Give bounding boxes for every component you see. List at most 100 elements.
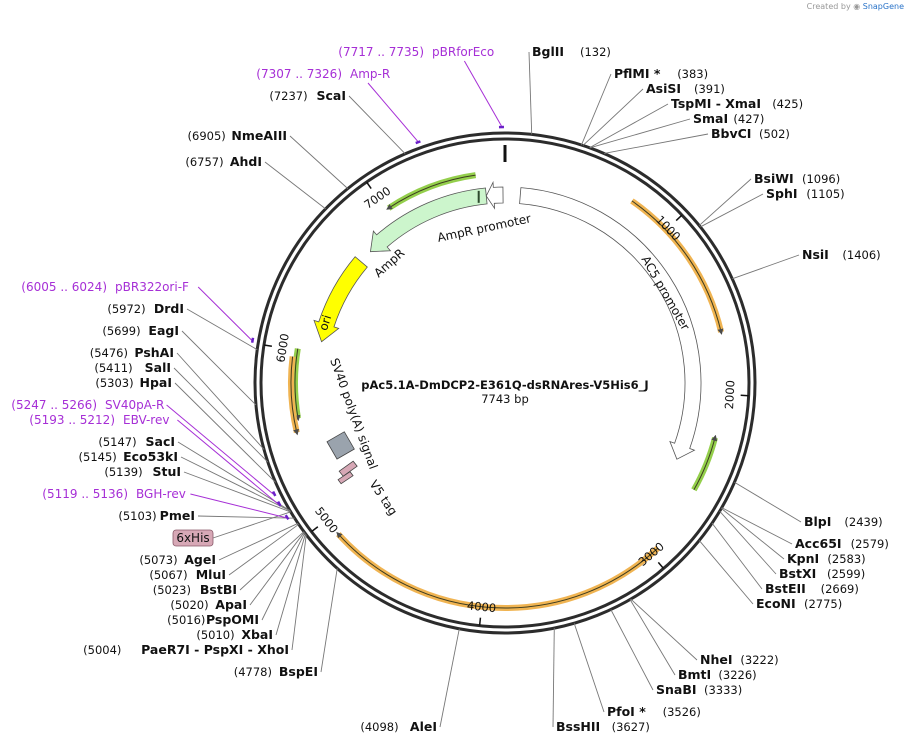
tick-label-4000: 4000 xyxy=(466,598,497,615)
tick-label-3000: 3000 xyxy=(636,539,667,569)
enzyme-label-bsshii[interactable]: BssHII(3627) xyxy=(556,719,650,734)
enzyme-position: (5303) xyxy=(95,376,133,390)
primer-label-bgh-rev[interactable]: (5119 .. 5136)BGH-rev xyxy=(42,487,186,501)
enzyme-name: NheI xyxy=(700,652,733,667)
enzyme-label-drdi[interactable]: DrdI(5972) xyxy=(107,301,184,316)
enzyme-label-nsii[interactable]: NsiI(1406) xyxy=(802,247,881,262)
enzyme-label-asisi[interactable]: AsiSI(391) xyxy=(646,81,725,96)
enzyme-label-bsteii[interactable]: BstEII(2669) xyxy=(765,581,859,596)
enzyme-name: DrdI xyxy=(154,301,184,316)
enzyme-label-econi[interactable]: EcoNI(2775) xyxy=(756,596,842,611)
enzyme-label-bsiwi[interactable]: BsiWI(1096) xyxy=(754,171,840,186)
enzyme-leader-xbai xyxy=(275,533,306,636)
enzyme-name: SacI xyxy=(146,434,176,449)
enzyme-position: (5145) xyxy=(79,450,117,464)
primer-label-amp-r[interactable]: (7307 .. 7326)Amp-R xyxy=(256,67,390,81)
primer-label-pbr322ori-f[interactable]: (6005 .. 6024)pBR322ori-F xyxy=(21,280,189,294)
enzyme-label-smai[interactable]: SmaI(427) xyxy=(693,111,764,126)
enzyme-name: StuI xyxy=(152,464,181,479)
enzyme-label-nhei[interactable]: NheI(3222) xyxy=(700,652,779,667)
enzyme-name: SmaI xyxy=(693,111,728,126)
enzyme-leader-blpi xyxy=(734,481,802,523)
enzyme-leader-scai xyxy=(348,95,406,155)
enzyme-leader-bsteii xyxy=(711,522,763,590)
plasmid-name: pAc5.1A-DmDCP2-E361Q-dsRNAres-V5His6_J xyxy=(361,378,648,393)
enzyme-name: PmeI xyxy=(160,508,195,523)
snapgene-credit: Created by ◉ SnapGene xyxy=(807,2,904,11)
ac5-promoter-label: AC5 promoter xyxy=(639,253,693,332)
enzyme-label-bmti[interactable]: BmtI(3226) xyxy=(678,667,757,682)
label-layer: BglII(132)PflMI *(383)AsiSI(391)TspMI - … xyxy=(11,44,889,734)
enzyme-leader-pspomi xyxy=(261,532,306,621)
enzyme-label-apai[interactable]: ApaI(5020) xyxy=(170,597,247,612)
orf-arrow-6 xyxy=(336,531,659,609)
6xhis-label-box: 6xHis xyxy=(172,511,291,547)
enzyme-name: ScaI xyxy=(317,88,347,103)
enzyme-label-alei[interactable]: AleI(4098) xyxy=(360,719,437,734)
enzyme-label-sali[interactable]: SalI(5411) xyxy=(94,360,171,375)
enzyme-position: (2599) xyxy=(827,567,865,581)
enzyme-leader-tspmi-xmai xyxy=(589,103,669,149)
enzyme-label-bglii[interactable]: BglII(132) xyxy=(532,44,611,59)
enzyme-label-bstbi[interactable]: BstBI(5023) xyxy=(153,582,237,597)
enzyme-label-tspmi-xmai[interactable]: TspMI - XmaI(425) xyxy=(671,96,803,111)
enzyme-label-pshai[interactable]: PshAI(5476) xyxy=(90,345,174,360)
primer-leader-ebv-rev xyxy=(177,419,279,505)
primer-label-sv40pa-r[interactable]: (5247 .. 5266)SV40pA-R xyxy=(11,398,164,412)
ori-arrow xyxy=(313,256,368,343)
primer-label-ebv-rev[interactable]: (5193 .. 5212)EBV-rev xyxy=(29,413,169,427)
enzyme-position: (2775) xyxy=(804,597,842,611)
enzyme-label-acc65i[interactable]: Acc65I(2579) xyxy=(795,536,889,551)
enzyme-position: (132) xyxy=(580,45,611,59)
enzyme-leader-drdi xyxy=(186,308,258,351)
enzyme-name: Eco53kI xyxy=(123,449,178,464)
enzyme-name: PflMI * xyxy=(614,66,661,81)
enzyme-label-bbvci[interactable]: BbvCI(502) xyxy=(711,126,790,141)
enzyme-label-pmei[interactable]: PmeI(5103) xyxy=(118,508,195,523)
enzyme-leader-sphi xyxy=(700,193,764,228)
ori-label: ori xyxy=(316,313,334,332)
6xhis-marker xyxy=(337,471,354,485)
enzyme-leader-nsii xyxy=(732,254,800,280)
primer-range: (7307 .. 7326) xyxy=(256,67,342,81)
enzyme-label-snabi[interactable]: SnaBI(3333) xyxy=(656,682,742,697)
enzyme-label-blpi[interactable]: BlpI(2439) xyxy=(804,514,883,529)
enzyme-label-saci[interactable]: SacI (5147) xyxy=(98,434,175,449)
enzyme-name: AsiSI xyxy=(646,81,681,96)
enzyme-leader-stui xyxy=(183,471,292,513)
enzyme-label-ahdi[interactable]: AhdI(6757) xyxy=(185,154,262,169)
enzyme-label-scai[interactable]: ScaI(7237) xyxy=(269,88,346,103)
enzyme-position: (5004) xyxy=(83,643,121,657)
enzyme-label-bspei[interactable]: BspEI(4778) xyxy=(234,664,318,679)
enzyme-label-mlui[interactable]: MluI(5067) xyxy=(149,567,226,582)
orf-arrow-2 xyxy=(294,348,301,422)
enzyme-label-eagi[interactable]: EagI(5699) xyxy=(102,323,179,338)
enzyme-label-stui[interactable]: StuI(5139) xyxy=(104,464,181,479)
enzyme-label-nmeaiii[interactable]: NmeAIII(6905) xyxy=(188,128,287,143)
enzyme-label-pflmi[interactable]: PflMI *(383) xyxy=(614,66,708,81)
enzyme-label-xbai[interactable]: XbaI(5010) xyxy=(196,627,273,642)
enzyme-label-agei[interactable]: AgeI(5073) xyxy=(139,552,216,567)
enzyme-label-paer7i-pspxi-xhoi[interactable]: PaeR7I - PspXI - XhoI(5004) xyxy=(83,642,289,657)
enzyme-name: MluI xyxy=(196,567,226,582)
enzyme-name: PfoI * xyxy=(607,704,646,719)
enzyme-label-pfoi[interactable]: PfoI *(3526) xyxy=(607,704,701,719)
enzyme-label-pspomi[interactable]: PspOMI(5016) xyxy=(167,612,259,627)
tick-mark-6000 xyxy=(263,344,272,347)
primer-name: pBR322ori-F xyxy=(115,280,189,294)
enzyme-label-eco53ki[interactable]: Eco53kI (5145) xyxy=(79,449,178,464)
primer-label-pbrforeco[interactable]: (7717 .. 7735)pBRforEco xyxy=(338,45,494,59)
enzyme-name: PspOMI xyxy=(206,612,259,627)
enzyme-position: (5023) xyxy=(153,583,191,597)
enzyme-label-sphi[interactable]: SphI(1105) xyxy=(766,186,845,201)
tick-label-2000: 2000 xyxy=(722,380,738,410)
enzyme-label-hpai[interactable]: HpaI(5303) xyxy=(95,375,172,390)
enzyme-label-bstxi[interactable]: BstXI(2599) xyxy=(779,566,865,581)
enzyme-position: (3333) xyxy=(704,683,742,697)
enzyme-name: Acc65I xyxy=(795,536,842,551)
enzyme-position: (5147) xyxy=(98,435,136,449)
tick-mark-7000 xyxy=(366,181,372,190)
enzyme-leader-bsiwi xyxy=(698,178,752,226)
enzyme-leader-nmeaiii xyxy=(289,135,349,189)
enzyme-label-kpni[interactable]: KpnI(2583) xyxy=(787,551,866,566)
